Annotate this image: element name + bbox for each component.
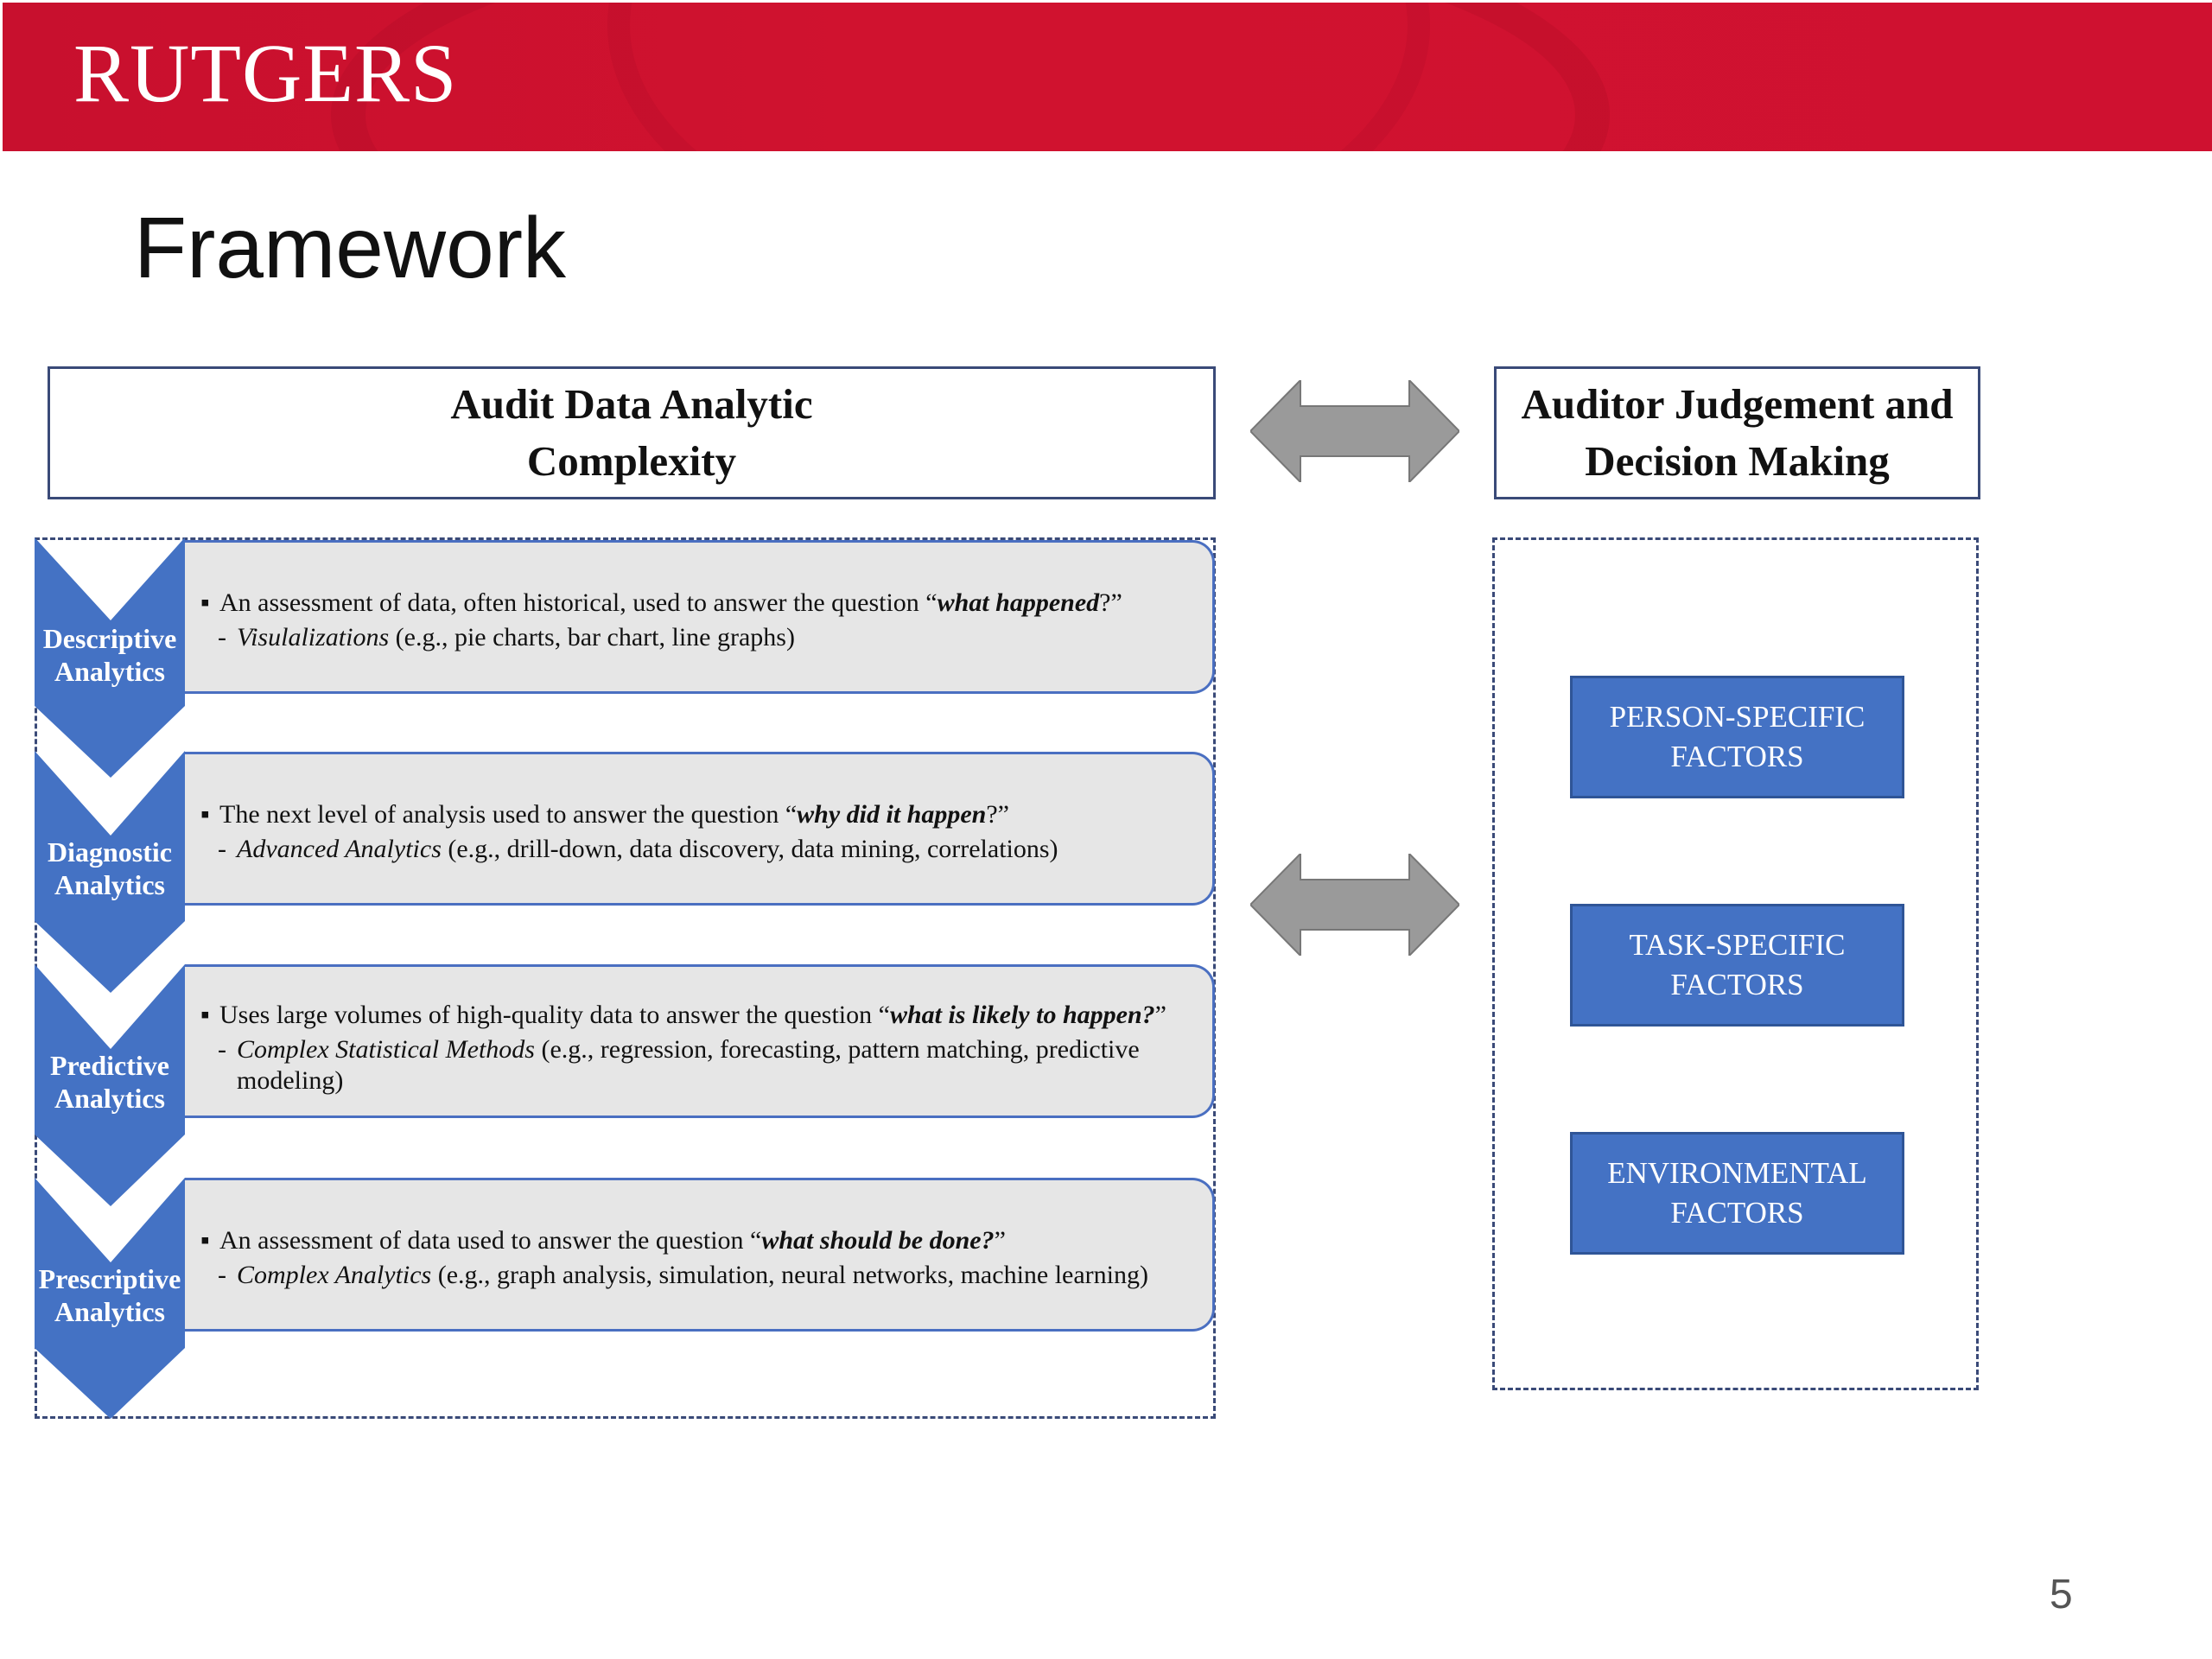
- chevron-descriptive: [35, 537, 185, 778]
- chevron-stack: [35, 537, 185, 1419]
- factor-environmental: ENVIRONMENTAL FACTORS: [1570, 1132, 1904, 1255]
- sub-method: Complex Analytics: [237, 1261, 432, 1289]
- factor-line: FACTORS: [1670, 740, 1804, 773]
- step-bullet: ▪Uses large volumes of high-quality data…: [200, 1001, 1166, 1029]
- header-line: Decision Making: [1585, 437, 1890, 485]
- bullet-question: what is likely to happen?: [889, 1001, 1155, 1029]
- step-box-prescriptive: ▪An assessment of data used to answer th…: [185, 1178, 1215, 1332]
- bullet-text: An assessment of data, often historical,…: [219, 588, 938, 617]
- bullet-end: ”: [994, 1226, 1006, 1255]
- factor-line: ENVIRONMENTAL: [1607, 1156, 1867, 1190]
- step-box-diagnostic: ▪The next level of analysis used to answ…: [185, 752, 1215, 906]
- chevron-label-line: Prescriptive: [38, 1263, 181, 1294]
- chevron-label-line: Analytics: [54, 1296, 165, 1327]
- chevron-label-diagnostic: Diagnostic Analytics: [35, 836, 185, 901]
- sub-method: Complex Statistical Methods: [237, 1035, 535, 1064]
- bullet-text: Uses large volumes of high-quality data …: [219, 1001, 890, 1029]
- sub-method: Advanced Analytics: [237, 835, 442, 863]
- step-bullet: ▪The next level of analysis used to answ…: [200, 800, 1009, 829]
- banner-decoration: [607, 3, 1430, 151]
- step-subpoint: - Complex Analytics (e.g., graph analysi…: [218, 1260, 1178, 1291]
- chevron-label-line: Predictive: [49, 1050, 169, 1081]
- page-number: 5: [2050, 1572, 2073, 1618]
- factors-container: [1492, 537, 1979, 1390]
- step-box-predictive: ▪Uses large volumes of high-quality data…: [185, 964, 1215, 1118]
- chevron-label-prescriptive: Prescriptive Analytics: [35, 1262, 185, 1328]
- bullet-text: The next level of analysis used to answe…: [219, 800, 798, 829]
- factor-line: PERSON-SPECIFIC: [1609, 700, 1866, 734]
- factor-line: FACTORS: [1670, 968, 1804, 1001]
- sub-prefix: -: [218, 623, 226, 652]
- double-arrow-icon: [1250, 380, 1459, 482]
- factor-person-specific: PERSON-SPECIFIC FACTORS: [1570, 676, 1904, 798]
- header-line: Audit Data Analytic: [450, 380, 813, 428]
- chevron-label-line: Analytics: [54, 1083, 165, 1114]
- chevron-prescriptive: [35, 1178, 185, 1419]
- step-subpoint: - Visulalizations (e.g., pie charts, bar…: [218, 622, 1178, 653]
- step-bullet: ▪An assessment of data, often historical…: [200, 588, 1122, 617]
- chevron-label-line: Diagnostic: [48, 836, 172, 868]
- sub-prefix: -: [218, 1261, 226, 1289]
- bullet-question: what happened: [937, 588, 1100, 617]
- bullet-end: ?”: [1099, 588, 1122, 617]
- chevron-label-line: Analytics: [54, 869, 165, 900]
- sub-examples: (e.g., graph analysis, simulation, neura…: [431, 1261, 1148, 1289]
- step-bullet: ▪An assessment of data used to answer th…: [200, 1226, 1006, 1255]
- chevron-predictive: [35, 964, 185, 1206]
- slide-title: Framework: [134, 200, 567, 296]
- step-box-descriptive: ▪An assessment of data, often historical…: [185, 540, 1215, 694]
- bullet-text: An assessment of data used to answer the…: [219, 1226, 762, 1255]
- factor-line: FACTORS: [1670, 1196, 1804, 1230]
- sub-examples: (e.g., drill-down, data discovery, data …: [441, 835, 1058, 863]
- double-arrow-icon: [1250, 854, 1459, 956]
- chevron-label-predictive: Predictive Analytics: [35, 1049, 185, 1115]
- chevron-label-descriptive: Descriptive Analytics: [35, 622, 185, 688]
- judgement-header: Auditor Judgement and Decision Making: [1494, 366, 1980, 499]
- header-line: Auditor Judgement and: [1521, 380, 1954, 428]
- sub-examples: (e.g., regression, forecasting, pattern …: [237, 1035, 1140, 1095]
- chevron-label-line: Descriptive: [42, 623, 177, 654]
- factor-task-specific: TASK-SPECIFIC FACTORS: [1570, 904, 1904, 1027]
- bullet-question: why did it happen: [797, 800, 987, 829]
- factor-line: TASK-SPECIFIC: [1629, 928, 1846, 962]
- header-banner: RUTGERS: [3, 3, 2212, 151]
- chevron-diagnostic: [35, 751, 185, 993]
- sub-method: Visulalizations: [237, 623, 390, 652]
- sub-prefix: -: [218, 1035, 226, 1064]
- sub-examples: (e.g., pie charts, bar chart, line graph…: [389, 623, 795, 652]
- analytic-complexity-header: Audit Data Analytic Complexity: [48, 366, 1216, 499]
- chevron-label-line: Analytics: [54, 656, 165, 687]
- bullet-end: ?”: [986, 800, 1009, 829]
- step-subpoint: - Complex Statistical Methods (e.g., reg…: [218, 1034, 1143, 1096]
- step-subpoint: - Advanced Analytics (e.g., drill-down, …: [218, 834, 1178, 865]
- sub-prefix: -: [218, 835, 226, 863]
- bullet-end: ”: [1154, 1001, 1166, 1029]
- rutgers-logo: RUTGERS: [73, 27, 458, 119]
- header-line: Complexity: [526, 437, 737, 485]
- bullet-question: what should be done?: [761, 1226, 995, 1255]
